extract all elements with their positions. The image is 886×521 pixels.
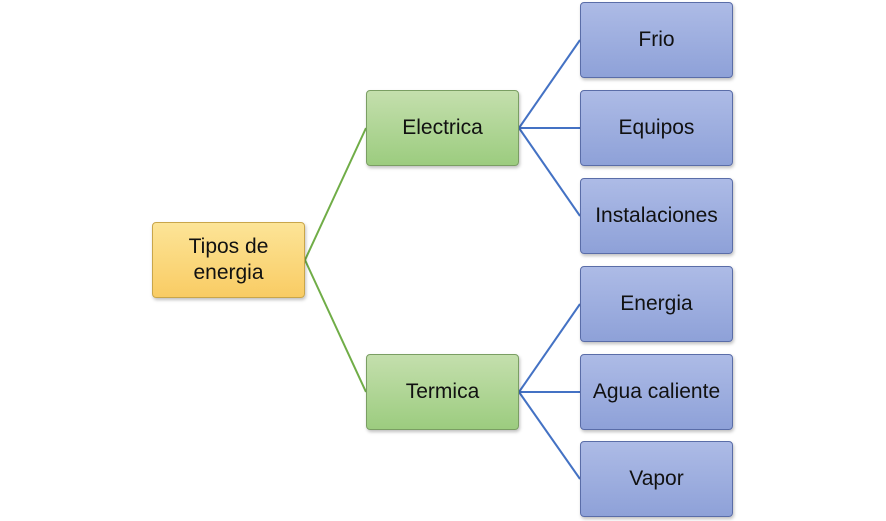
connector-termica-energia bbox=[518, 303, 581, 393]
branch-node-label: Termica bbox=[405, 380, 480, 403]
leaf-node-label: Instalaciones bbox=[595, 204, 718, 227]
leaf-node-label: Frio bbox=[638, 28, 675, 51]
leaf-node-label: Vapor bbox=[629, 467, 684, 490]
connector-root-electrica bbox=[304, 127, 367, 261]
leaf-node-label: Agua caliente bbox=[592, 380, 721, 403]
connector-electrica-instalaciones bbox=[518, 127, 581, 217]
branch-node-label: Electrica bbox=[402, 116, 483, 139]
leaf-node-agua-caliente: Agua caliente bbox=[580, 354, 733, 430]
leaf-node-frio: Frio bbox=[580, 2, 733, 78]
branch-node-termica: Termica bbox=[366, 354, 519, 430]
connector-termica-vapor bbox=[518, 391, 581, 480]
root-node: Tipos de energia bbox=[152, 222, 305, 298]
branch-node-electrica: Electrica bbox=[366, 90, 519, 166]
leaf-node-label: Energia bbox=[620, 292, 693, 315]
leaf-node-instalaciones: Instalaciones bbox=[580, 178, 733, 254]
leaf-node-label: Equipos bbox=[618, 116, 695, 139]
connector-root-termica bbox=[304, 259, 367, 393]
leaf-node-vapor: Vapor bbox=[580, 441, 733, 517]
connector-electrica-frio bbox=[518, 39, 581, 129]
leaf-node-energia: Energia bbox=[580, 266, 733, 342]
leaf-node-equipos: Equipos bbox=[580, 90, 733, 166]
root-node-label: Tipos de energia bbox=[188, 235, 269, 284]
